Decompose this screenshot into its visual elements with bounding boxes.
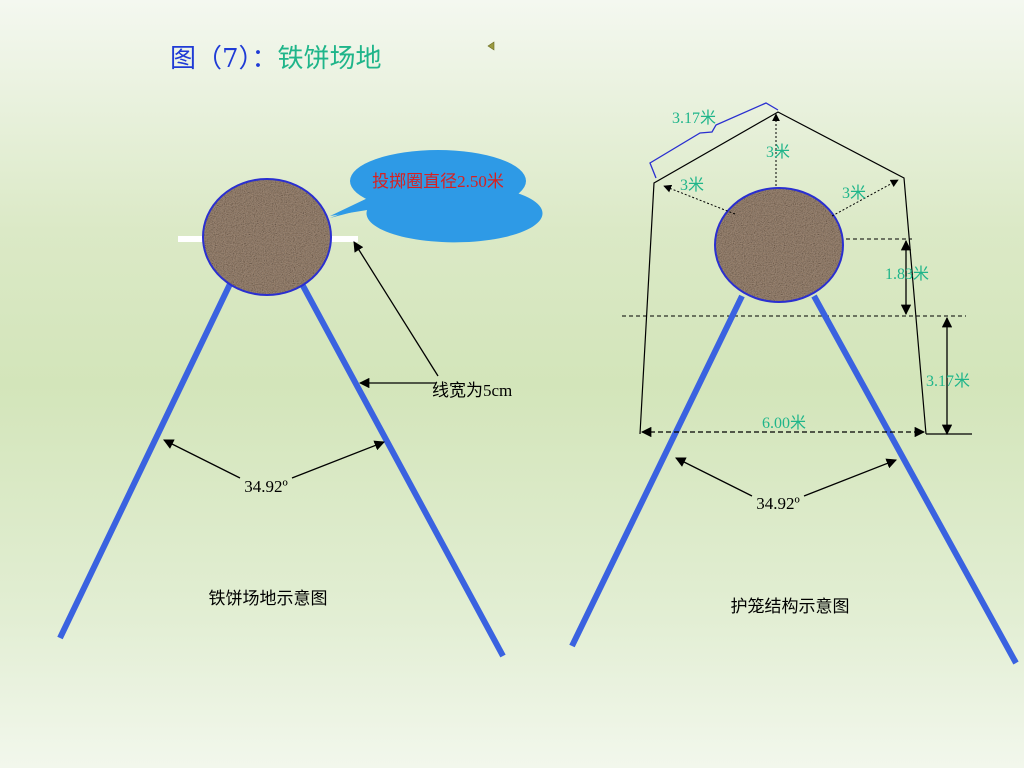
right-throwing-circle [714,187,844,303]
right-diagram: 3.17米 3米 3米 3米 1.83米 3.17米 6.00米 34.92º … [569,102,1019,665]
triangle-left-icon[interactable] [486,41,496,51]
left-throwing-circle [202,178,332,296]
radial-arrow-right [831,179,899,217]
right-caption: 护笼结构示意图 [731,597,850,616]
right-angle-arrow-right [803,458,897,497]
right-angle-arrow-left [675,457,753,497]
right-sector-line-right [811,294,1019,665]
left-diagram: 投掷圈直径2.50米 线宽为5cm 34.92º 铁饼场地示意图 [57,150,543,658]
left-circle-texture [203,179,331,295]
callout-text: 投掷圈直径2.50米 [372,172,504,191]
left-angle-label: 34.92º [244,477,288,496]
width-label: 6.00米 [762,414,806,432]
top-side-label: 3.17米 [672,109,716,127]
height-lower-label: 3.17米 [926,372,970,390]
right-sector-line-left [569,294,745,648]
title-prefix: 图（7）： [170,44,278,74]
radial-left-label: 3米 [680,176,704,194]
left-angle-arrow-left [163,439,241,479]
right-circle-texture [715,188,843,302]
left-caption: 铁饼场地示意图 [209,589,328,608]
callout-body [350,150,526,212]
slide-title: 图（7）：铁饼场地 [170,38,382,75]
callout-tail [330,196,392,216]
left-angle-arrow-right [291,440,385,479]
line-width-arrow-up [353,241,439,377]
radial-arrow-left [663,184,736,215]
title-main: 铁饼场地 [277,44,382,74]
radial-right-label: 3米 [842,184,866,202]
line-width-label: 线宽为5cm [432,381,512,400]
left-sector-line-left [57,282,233,640]
top-side-brace [649,102,779,179]
right-angle-label: 34.92º [756,494,800,513]
height-upper-label: 1.83米 [885,265,929,283]
left-sector-line-right [299,282,506,658]
cage-outline [639,111,927,435]
radial-top-label: 3米 [766,143,790,161]
